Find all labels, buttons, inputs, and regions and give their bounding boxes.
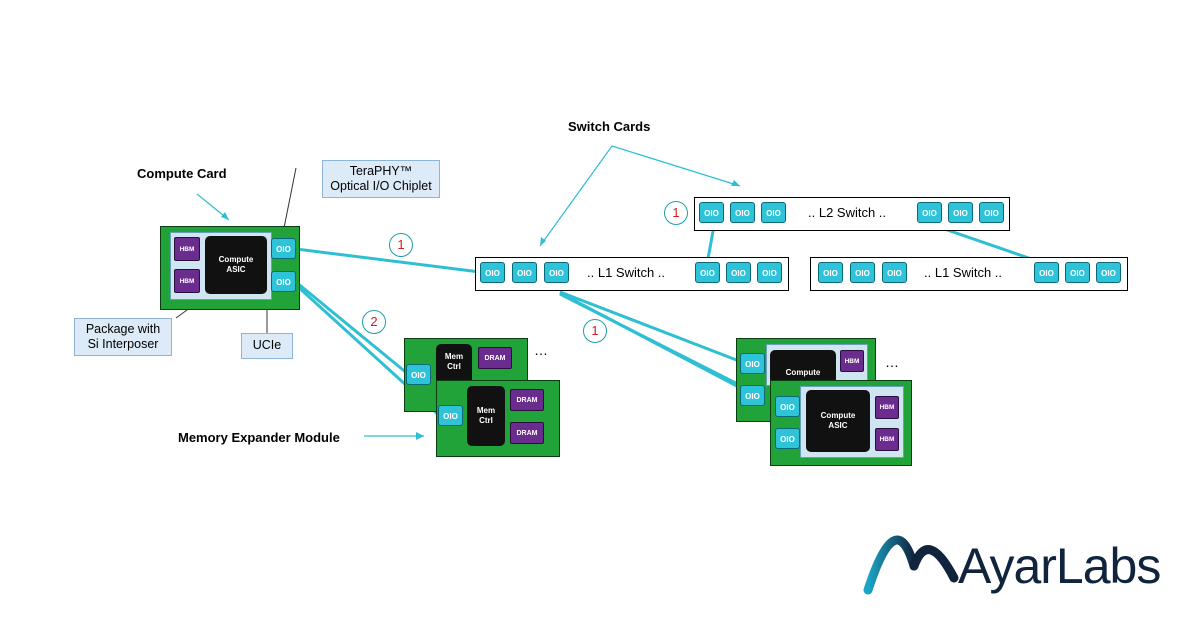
hbm-chip: HBM (174, 237, 200, 261)
oio-chiplet: OIO (979, 202, 1004, 223)
switch-callout-leader-l2 (611, 145, 741, 187)
dram-label: DRAM (516, 396, 538, 404)
terraphy-line1: TeraPHY™ (349, 164, 413, 178)
switch-cards-label: Switch Cards (568, 119, 651, 134)
dram-chip: DRAM (510, 389, 544, 411)
dram-chip: DRAM (478, 347, 512, 369)
path-badge-1: 1 (389, 233, 413, 257)
oio-chiplet: OIO (775, 428, 800, 449)
dram-label: DRAM (484, 354, 506, 362)
arrowhead (416, 432, 424, 440)
compute-asic-back: Compute (770, 350, 836, 384)
oio-chiplet: OIO (726, 262, 751, 283)
link-compute-to-mem-a (295, 280, 409, 376)
oio-chiplet: OIO (1034, 262, 1059, 283)
hbm-label: HBM (879, 404, 895, 411)
dram-label: DRAM (516, 429, 538, 437)
hbm-chip: HBM (174, 269, 200, 293)
oio-chiplet: OIO (850, 262, 875, 283)
path-badge-1: 1 (583, 319, 607, 343)
package-callout: Package with Si Interposer (74, 318, 172, 356)
hbm-label: HBM (179, 245, 195, 253)
oio-chiplet: OIO (271, 271, 296, 292)
memctrl-line1: Mem (444, 352, 464, 361)
link-l1-to-compute-a (559, 290, 753, 368)
oio-chiplet: OIO (917, 202, 942, 223)
link-compute-to-l1 (295, 247, 481, 274)
path-badge-1: 1 (664, 201, 688, 225)
ucie-text: UCIe (252, 338, 282, 352)
oio-chiplet: OIO (271, 238, 296, 259)
arrowhead (731, 180, 740, 186)
package-line1: Package with (85, 322, 161, 336)
asic-line1: Compute (820, 411, 856, 420)
arrowhead (540, 237, 546, 246)
memctrl-line1: Mem (476, 406, 496, 415)
hbm-label: HBM (879, 436, 895, 443)
hbm-chip: HBM (875, 428, 899, 451)
oio-chiplet: OIO (740, 353, 765, 374)
compute-card-label: Compute Card (137, 166, 227, 181)
ayar-labs-logo-icon (863, 535, 959, 595)
oio-chiplet: OIO (512, 262, 537, 283)
l1-switch-label: .. L1 Switch .. (924, 265, 1003, 280)
hbm-label: HBM (844, 357, 860, 365)
path-badge-2: 2 (362, 310, 386, 334)
oio-chiplet: OIO (480, 262, 505, 283)
oio-chiplet: OIO (882, 262, 907, 283)
oio-chiplet: OIO (438, 405, 463, 426)
terraphy-line2: Optical I/O Chiplet (330, 179, 432, 193)
asic-line2: ASIC (226, 265, 246, 274)
memory-expander-label: Memory Expander Module (178, 430, 340, 445)
oio-chiplet: OIO (1065, 262, 1090, 283)
asic-line2: ASIC (828, 421, 848, 430)
oio-chiplet: OIO (818, 262, 843, 283)
oio-chiplet: OIO (699, 202, 724, 223)
oio-chiplet: OIO (695, 262, 720, 283)
package-line2: Si Interposer (87, 337, 159, 351)
asic-line1: Compute (218, 255, 254, 264)
ellipsis: … (534, 342, 548, 358)
oio-chiplet: OIO (740, 385, 765, 406)
ayar-labs-wordmark: AyarLabs (958, 538, 1161, 594)
memctrl-line2: Ctrl (447, 362, 461, 371)
hbm-chip: HBM (875, 396, 899, 419)
hbm-label: HBM (179, 277, 195, 285)
switch-callout-leader-l1 (539, 145, 613, 247)
terraphy-callout: TeraPHY™ Optical I/O Chiplet (322, 160, 440, 198)
l2-switch-label: .. L2 Switch .. (808, 205, 887, 220)
oio-chiplet: OIO (406, 364, 431, 385)
hbm-chip: HBM (840, 350, 864, 372)
arrowhead (221, 212, 229, 220)
compute-partial-label: Compute (785, 368, 821, 377)
ucie-callout: UCIe (241, 333, 293, 359)
oio-chiplet: OIO (544, 262, 569, 283)
ellipsis: … (885, 354, 899, 370)
oio-chiplet: OIO (775, 396, 800, 417)
memctrl-line2: Ctrl (479, 416, 493, 425)
oio-chiplet: OIO (761, 202, 786, 223)
oio-chiplet: OIO (948, 202, 973, 223)
l1-switch-label: .. L1 Switch .. (587, 265, 666, 280)
dram-chip: DRAM (510, 422, 544, 444)
oio-chiplet: OIO (757, 262, 782, 283)
oio-chiplet: OIO (730, 202, 755, 223)
oio-chiplet: OIO (1096, 262, 1121, 283)
